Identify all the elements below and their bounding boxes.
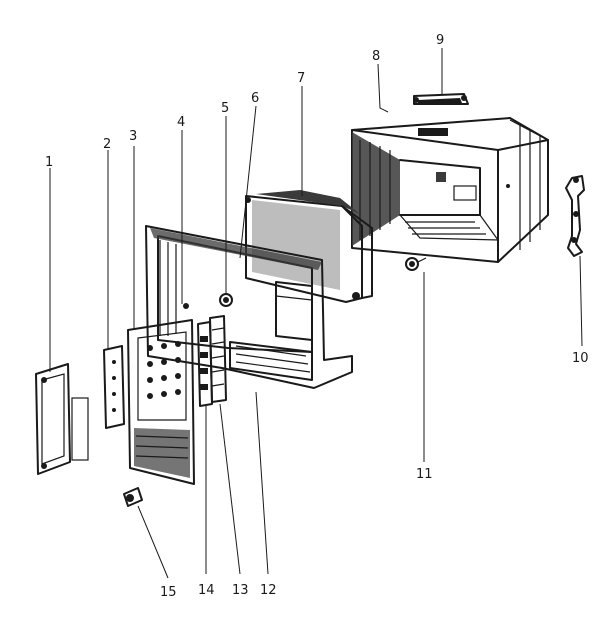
callout-7: 7 xyxy=(297,71,305,86)
part-9-handle xyxy=(413,93,469,105)
callout-8: 8 xyxy=(372,49,380,64)
callout-1: 1 xyxy=(45,155,53,170)
callouts: 1 2 3 4 5 6 7 8 9 10 11 12 13 14 15 xyxy=(45,33,589,600)
part-12-front-cabinet xyxy=(145,225,353,389)
part-2-strip xyxy=(103,345,125,429)
part-10-bracket xyxy=(565,175,585,257)
part-11-screw xyxy=(405,257,427,271)
leader-lines xyxy=(49,48,583,579)
callout-10: 10 xyxy=(572,351,589,366)
callout-14: 14 xyxy=(198,583,215,598)
callout-11: 11 xyxy=(416,467,433,482)
callout-6: 6 xyxy=(251,91,259,106)
callout-13: 13 xyxy=(232,583,249,598)
callout-15: 15 xyxy=(160,585,177,600)
callout-3: 3 xyxy=(129,129,137,144)
part-8-cabinet-back xyxy=(351,117,549,263)
part-15-knob xyxy=(123,487,143,507)
callout-9: 9 xyxy=(436,33,444,48)
callout-12: 12 xyxy=(260,583,277,598)
part-3-control-panel xyxy=(127,319,195,485)
callout-2: 2 xyxy=(103,137,111,152)
part-14-buttons xyxy=(197,321,213,407)
part-5-knob xyxy=(219,293,233,307)
callout-5: 5 xyxy=(221,101,229,116)
callout-4: 4 xyxy=(177,115,185,130)
part-1-bracket xyxy=(35,363,89,475)
